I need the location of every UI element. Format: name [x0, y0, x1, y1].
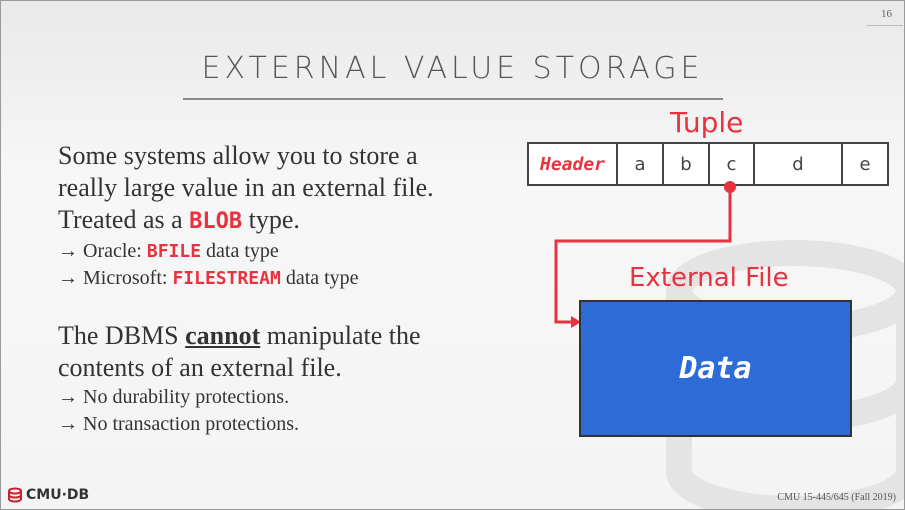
arrow-icon: → — [58, 240, 78, 262]
external-file-label: External File — [629, 263, 789, 293]
tuple-cell-e: e — [859, 153, 871, 175]
data-label: Data — [679, 351, 752, 386]
slide-number-rule — [867, 25, 903, 26]
blob-keyword: BLOB — [189, 209, 243, 234]
bullet-text: Oracle: — [83, 240, 147, 262]
paragraph-line: really large value in an external file. — [58, 173, 434, 202]
database-icon — [8, 487, 22, 503]
title-underline — [183, 98, 723, 100]
tuple-cell-a: a — [618, 144, 664, 184]
text-block-blob: Some systems allow you to store a really… — [58, 140, 434, 292]
logo-text: CMU·DB — [26, 487, 90, 503]
paragraph-text: Treated as a — [58, 205, 190, 234]
bullet-text: data type — [201, 240, 279, 262]
cmu-db-logo: CMU·DB — [7, 487, 89, 503]
paragraph-text: type. — [242, 205, 300, 234]
paragraph-line: contents of an external file. — [58, 353, 342, 382]
arrow-icon: → — [58, 267, 78, 289]
slide-title: EXTERNAL VALUE STORAGE — [201, 51, 704, 86]
bullet-text: No transaction protections. — [83, 413, 300, 435]
bullet-text: data type — [280, 267, 359, 289]
bullet-text: No durability protections. — [83, 386, 290, 408]
course-footer: CMU 15-445/645 (Fall 2019) — [777, 492, 896, 503]
bullet-item-microsoft: → Microsoft: FILESTREAM data type — [58, 265, 434, 292]
bullet-text: Microsoft: — [83, 267, 173, 289]
slide-number: 16 — [881, 8, 892, 20]
tuple-cell-header: Header — [529, 144, 618, 184]
paragraph-line: Treated as a BLOB type. — [58, 204, 434, 238]
bullet-item-oracle: → Oracle: BFILE data type — [58, 238, 434, 265]
paragraph-text: manipulate the — [260, 321, 421, 350]
arrow-icon: → — [58, 386, 78, 408]
bullet-item-transaction: → No transaction protections. — [58, 411, 421, 438]
tuple-label: Tuple — [670, 106, 744, 139]
paragraph-line: The DBMS cannot manipulate the — [58, 320, 421, 352]
tuple-cell-c: c — [710, 144, 755, 184]
tuple-cell-b: b — [664, 144, 710, 184]
tuple-row: Header a b c d e — [527, 142, 889, 186]
arrow-icon: → — [58, 413, 78, 435]
cannot-emphasis: cannot — [185, 321, 261, 350]
filestream-keyword: FILESTREAM — [172, 268, 281, 289]
paragraph-line: Some systems allow you to store a — [58, 141, 418, 170]
paragraph-text: The DBMS — [58, 321, 186, 350]
bfile-keyword: BFILE — [146, 241, 202, 262]
external-data-box: Data — [579, 300, 852, 437]
tuple-cell-d: d — [755, 144, 843, 184]
bullet-item-durability: → No durability protections. — [58, 384, 421, 411]
text-block-dbms: The DBMS cannot manipulate the contents … — [58, 320, 421, 438]
